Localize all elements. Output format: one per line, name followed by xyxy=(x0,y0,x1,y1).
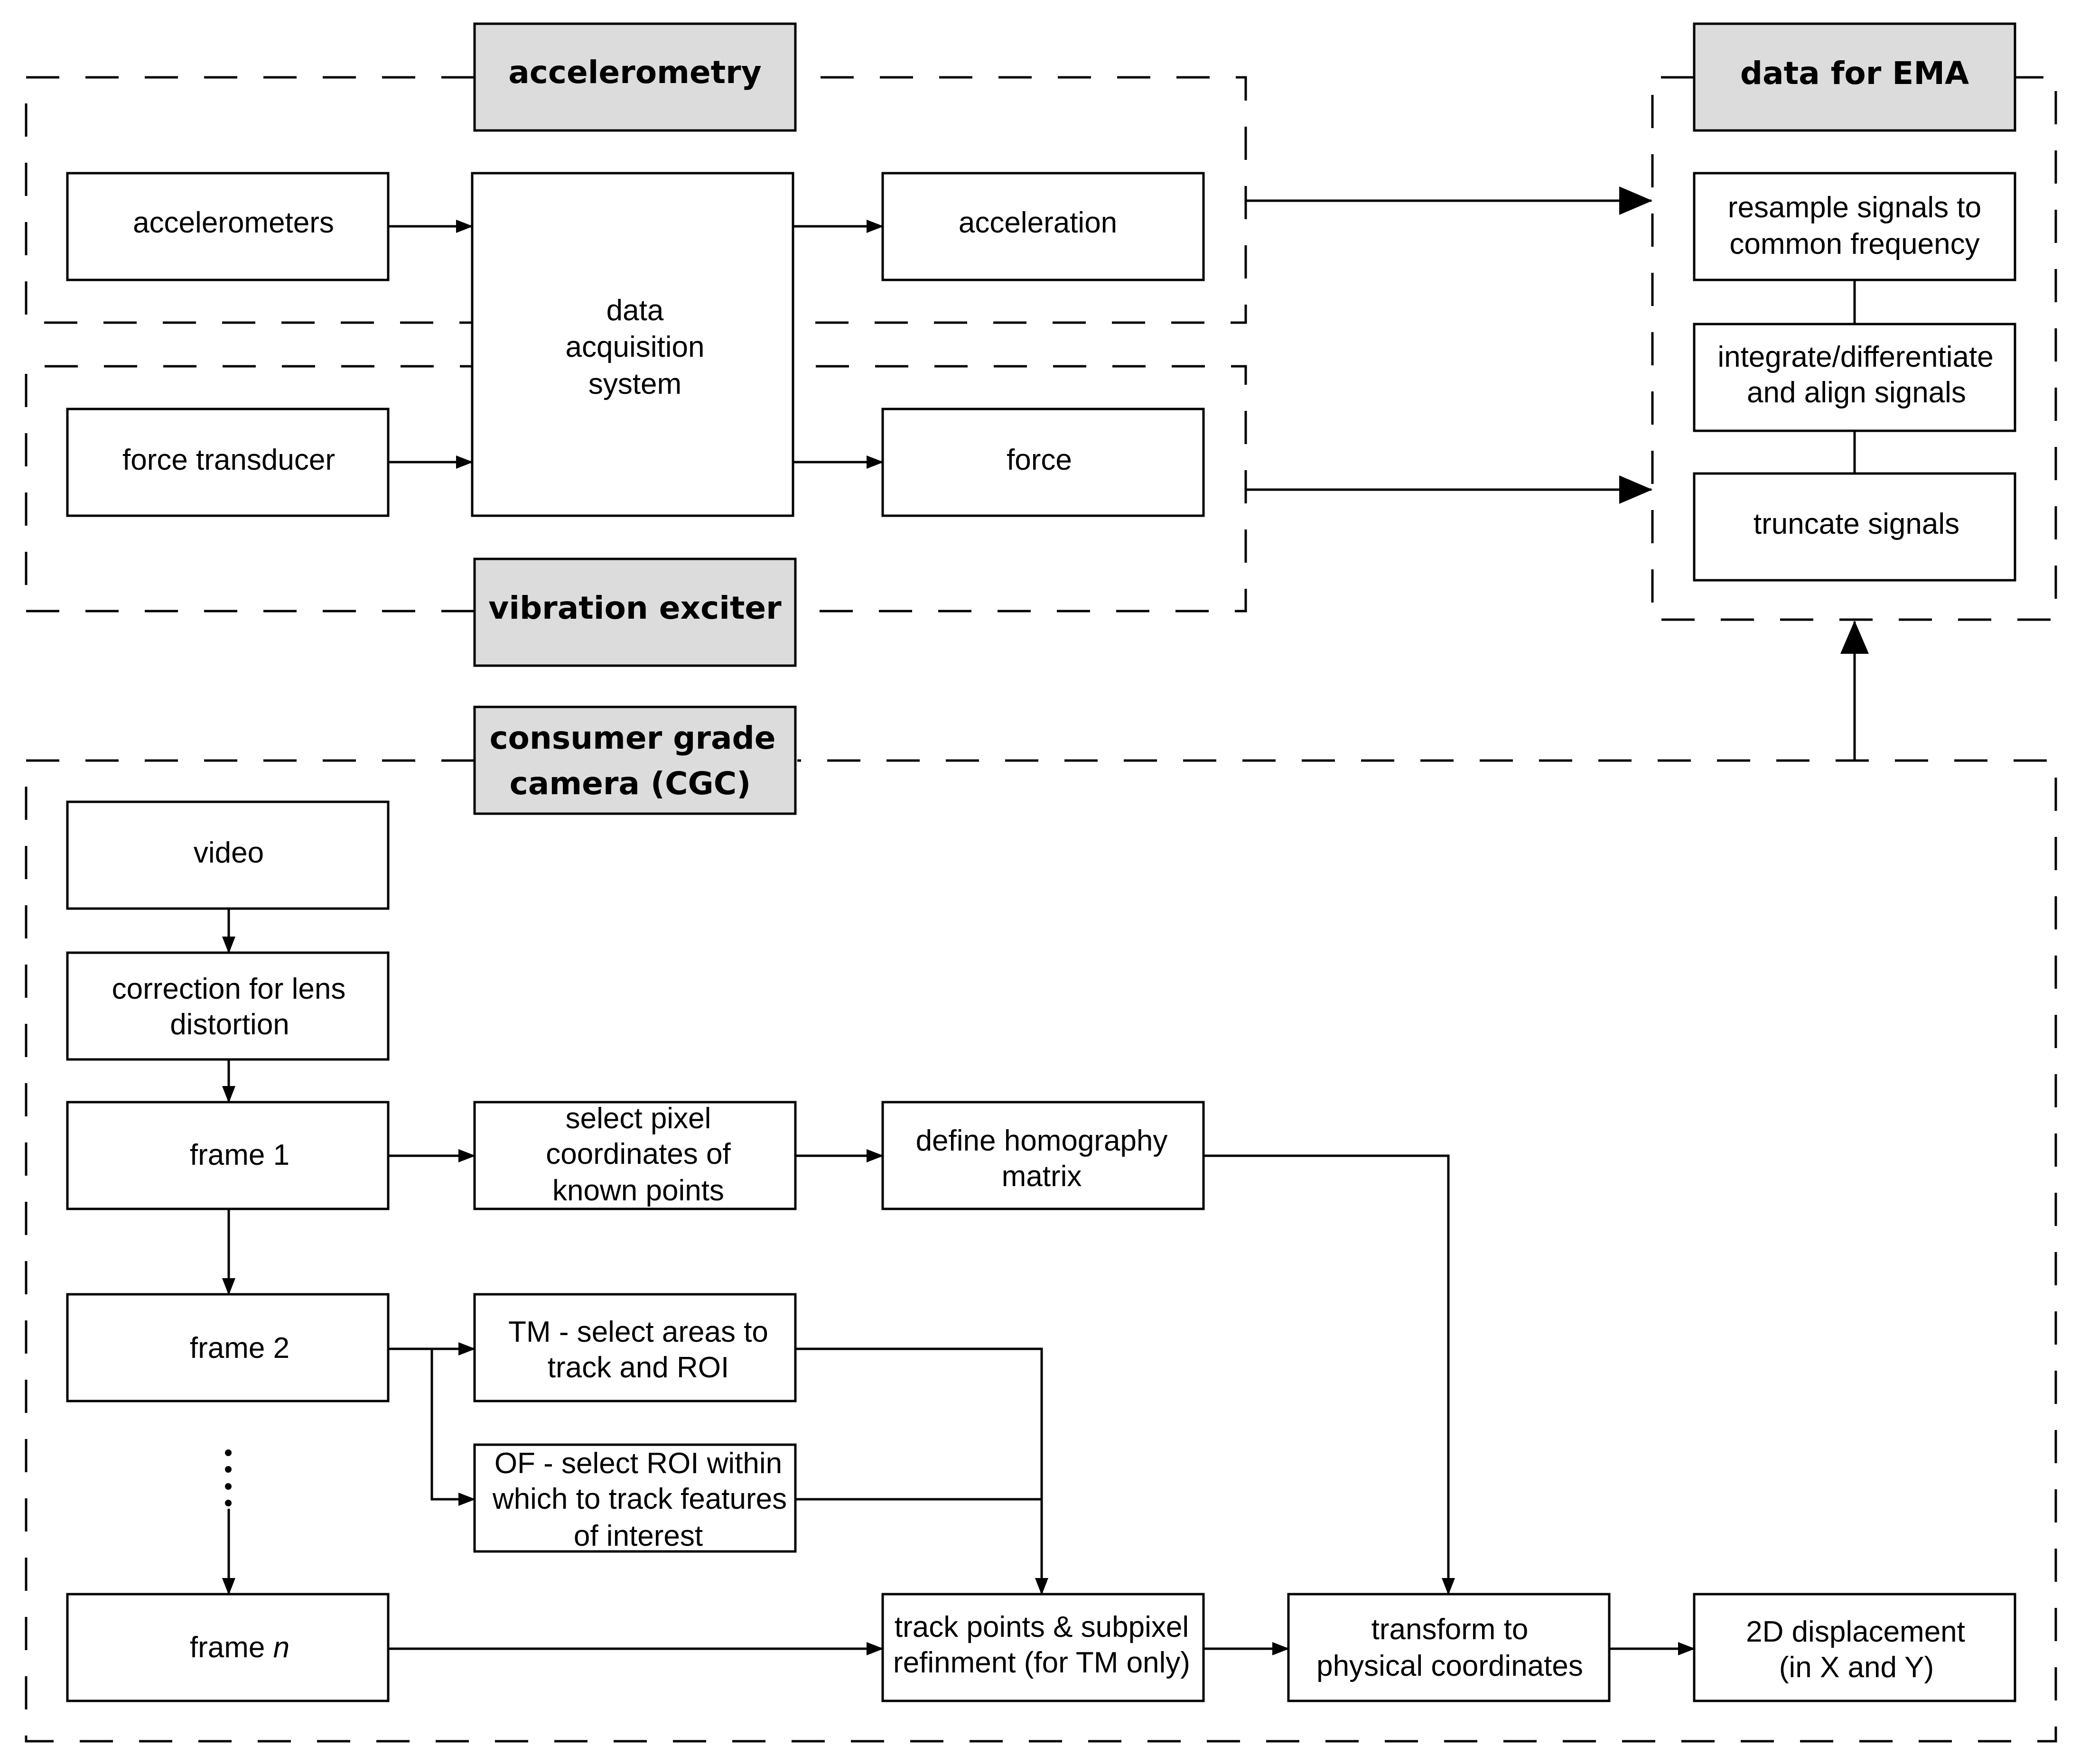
group-data-for-ema-border xyxy=(1651,76,2057,621)
header-vibration-exciter: vibration exciter xyxy=(473,557,797,667)
node-truncate-signals: truncate signals xyxy=(1693,472,2016,582)
header-data-for-ema: data for EMA xyxy=(1693,22,2016,132)
node-video: video xyxy=(66,800,390,910)
node-transform-label-1: transform to xyxy=(1371,1613,1529,1646)
node-force-transducer: force transducer xyxy=(66,408,390,517)
node-track-label-1: track points & subpixel xyxy=(895,1611,1189,1643)
node-select-label-1: select pixel xyxy=(566,1102,711,1135)
group-cgc-border xyxy=(25,759,2057,1743)
header-accelerometry: accelerometry xyxy=(473,22,797,132)
node-tm-label-2: track and ROI xyxy=(548,1351,729,1384)
header-cgc-label-2: camera (CGC) xyxy=(510,765,751,802)
node-truncate-label: truncate signals xyxy=(1754,508,1959,540)
node-frame-n: frame n xyxy=(66,1593,390,1702)
node-tm-select-areas: TM - select areas to track and ROI xyxy=(473,1293,797,1402)
node-track-points: track points & subpixel refinment (for T… xyxy=(881,1593,1205,1702)
node-resample-label-2: common frequency xyxy=(1729,228,1979,260)
node-transform-label-2: physical coordinates xyxy=(1316,1650,1583,1682)
node-integrate-label-1: integrate/differentiate xyxy=(1717,341,1993,373)
node-of-label-1: OF - select ROI within xyxy=(494,1447,782,1480)
header-vibration-exciter-label: vibration exciter xyxy=(488,590,782,626)
arrow-tm-to-track xyxy=(795,1347,1048,1595)
node-acceleration-label: acceleration xyxy=(959,206,1117,239)
node-daq-label-3: system xyxy=(588,368,681,400)
header-cgc: consumer grade camera (CGC) xyxy=(473,706,797,815)
node-video-label: video xyxy=(194,836,264,869)
group-accelerometry-border xyxy=(25,76,1247,324)
node-resample-label-1: resample signals to xyxy=(1728,191,1981,224)
node-frame-2-label: frame 2 xyxy=(190,1332,289,1365)
node-transform-coordinates: transform to physical coordinates xyxy=(1287,1593,1611,1702)
node-accelerometers: accelerometers xyxy=(66,172,390,281)
node-lens-label-2: distortion xyxy=(170,1008,289,1041)
header-data-for-ema-label: data for EMA xyxy=(1740,55,1969,92)
node-accelerometers-label: accelerometers xyxy=(133,206,334,239)
node-data-acquisition-system: data acquisition system xyxy=(471,172,794,517)
arrow-frame-2-to-of xyxy=(430,1349,476,1506)
node-force-transducer-label: force transducer xyxy=(122,444,335,476)
node-homography-label-2: matrix xyxy=(1002,1160,1082,1193)
node-daq-label-1: data xyxy=(606,294,664,327)
header-cgc-label-1: consumer grade xyxy=(489,720,775,756)
node-displacement-label-2: (in X and Y) xyxy=(1779,1651,1934,1684)
node-select-pixel-coordinates: select pixel coordinates of known points xyxy=(473,1101,797,1210)
node-displacement-label-1: 2D displacement xyxy=(1746,1615,1965,1648)
node-frame-1-label: frame 1 xyxy=(190,1139,289,1171)
node-of-label-3: of interest xyxy=(574,1520,703,1552)
node-2d-displacement: 2D displacement (in X and Y) xyxy=(1693,1593,2016,1702)
node-select-label-3: known points xyxy=(552,1174,724,1207)
arrow-homography-to-transform xyxy=(1203,1154,1455,1595)
node-define-homography: define homography matrix xyxy=(881,1101,1205,1210)
node-of-label-2: which to track features xyxy=(492,1483,787,1515)
node-tm-label-1: TM - select areas to xyxy=(508,1316,768,1348)
node-frame-n-text: frame xyxy=(190,1631,273,1664)
node-frame-2: frame 2 xyxy=(66,1293,390,1402)
node-homography-label-1: define homography xyxy=(916,1124,1168,1157)
node-force: force xyxy=(881,408,1205,517)
node-resample-signals: resample signals to common frequency xyxy=(1693,172,2016,281)
node-frame-1: frame 1 xyxy=(66,1101,390,1210)
header-accelerometry-label: accelerometry xyxy=(508,54,761,91)
node-frame-n-label: frame n xyxy=(190,1631,289,1664)
node-track-label-2: refinment (for TM only) xyxy=(893,1646,1190,1679)
group-vibration-exciter-border xyxy=(25,365,1247,613)
node-daq-label-2: acquisition xyxy=(566,331,705,363)
node-integrate-label-2: and align signals xyxy=(1747,376,1966,409)
node-integrate-differentiate: integrate/differentiate and align signal… xyxy=(1693,323,2016,432)
node-acceleration: acceleration xyxy=(881,172,1205,281)
node-select-label-2: coordinates of xyxy=(546,1138,731,1170)
node-frame-n-variable: n xyxy=(273,1631,289,1664)
node-lens-label-1: correction for lens xyxy=(112,973,346,1005)
ellipsis-dots xyxy=(225,1449,232,1506)
node-of-select-roi: OF - select ROI within which to track fe… xyxy=(473,1443,797,1553)
node-lens-correction: correction for lens distortion xyxy=(66,951,390,1061)
node-force-label: force xyxy=(1007,444,1072,476)
